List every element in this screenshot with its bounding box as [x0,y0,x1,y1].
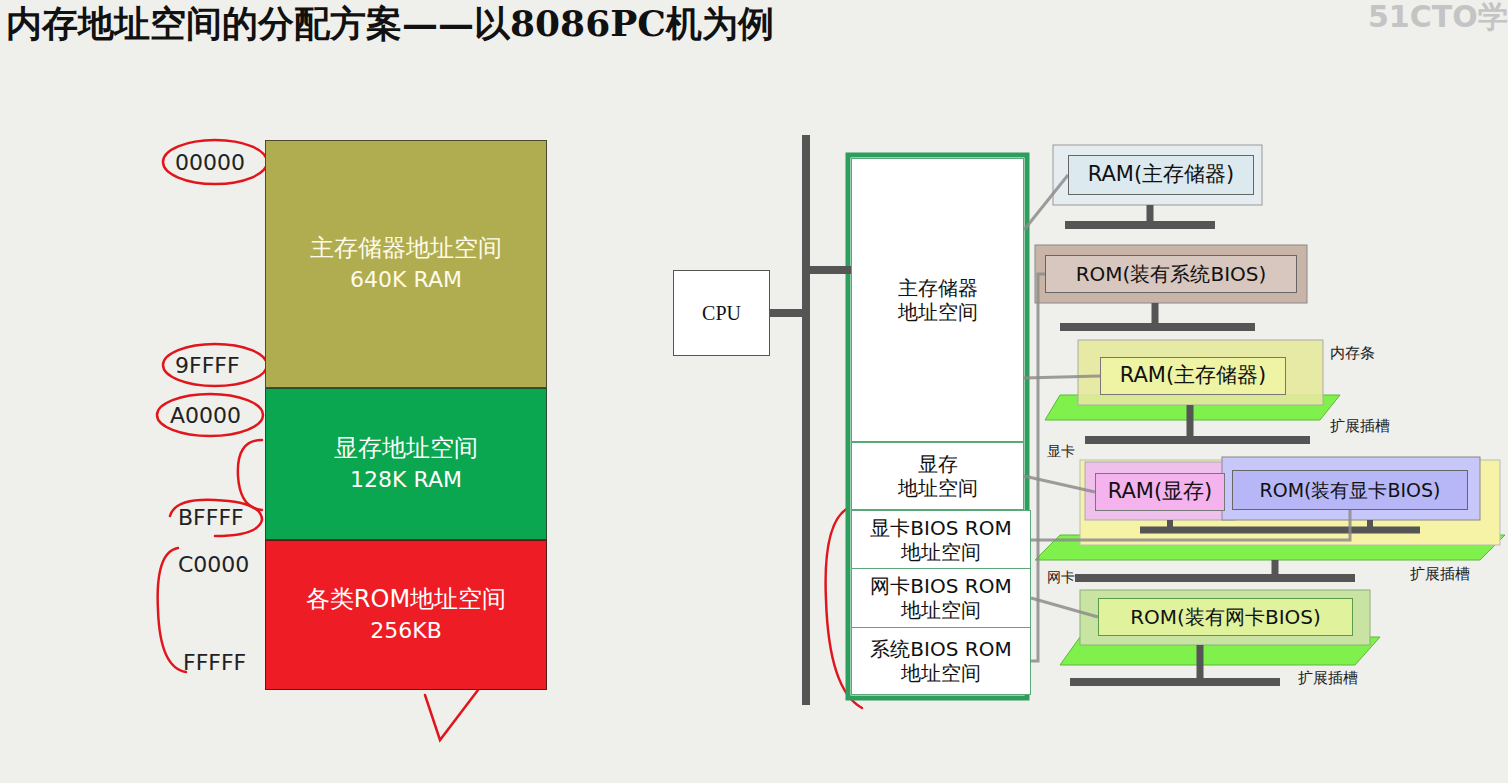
bus-bar [1065,221,1215,229]
node-text: RAM(主存储器) [1088,162,1235,187]
mapping-line [1024,376,1100,378]
address-label: 00000 [175,151,245,175]
system-bus [802,135,810,705]
memory-chip: RAM(主存储器) [1100,357,1286,395]
mapping-line [1031,598,1098,617]
bus-bar [1060,323,1255,331]
page-title: 内存地址空间的分配方案——以8086PC机为例 [6,4,774,44]
node-text: 显卡BIOS ROM 地址空间 [861,516,1021,564]
node-text: 系统BIOS ROM 地址空间 [861,637,1021,685]
memory-chip: RAM(主存储器) [1068,155,1254,195]
mapping-line [1024,476,1095,492]
bus-bar [1085,436,1310,444]
address-region: 显存 地址空间 [851,442,1024,510]
address-block: 显存地址空间 128K RAM [265,388,547,540]
part-label: 扩展插槽 [1298,670,1358,687]
bus-bar [1140,527,1420,534]
node-text: 256KB [370,618,442,644]
video-memory-chip: RAM(显存) [1095,473,1225,511]
node-text: CPU [702,301,741,325]
bus-stem [1187,405,1194,440]
address-region: 系统BIOS ROM 地址空间 [851,627,1031,695]
node-text: 主存储器 地址空间 [893,276,983,324]
red-annotation [425,690,478,740]
watermark: 51CTO学 [1368,0,1508,33]
part-label: 扩展插槽 [1330,418,1390,435]
red-annotation [163,140,267,184]
memory-stick [1078,340,1323,405]
part-label: 扩展插槽 [1410,566,1470,583]
node-text: ROM(装有显卡BIOS) [1259,479,1440,502]
address-label: 9FFFF [175,354,240,378]
display-card [1080,460,1500,545]
address-region: 网卡BIOS ROM 地址空间 [851,568,1031,628]
node-text: 640K RAM [350,267,462,293]
red-annotation [157,394,263,436]
address-block: 各类ROM地址空间 256KB [265,540,547,690]
bus-connector [770,270,851,313]
mapping-line [1024,175,1068,230]
rom-chip: ROM(装有显卡BIOS) [1232,470,1468,510]
address-label: BFFFF [178,506,244,530]
node-text: 各类ROM地址空间 [306,585,506,614]
address-label: A0000 [170,404,241,428]
node-text: 主存储器地址空间 [310,234,502,263]
address-region: 显卡BIOS ROM 地址空间 [851,510,1031,570]
bus-bar [1075,574,1355,582]
red-annotation [163,344,267,386]
address-block: 主存储器地址空间 640K RAM [265,140,547,388]
rom-chip: ROM(装有网卡BIOS) [1098,598,1353,636]
rom-chip: ROM(装有系统BIOS) [1045,255,1297,293]
address-label: FFFFF [183,651,246,675]
part-label: 显卡 [1047,444,1075,459]
node-text: 128K RAM [350,467,462,493]
node-text: ROM(装有系统BIOS) [1076,262,1267,286]
board-frame [1035,245,1307,303]
bus-stem [1197,645,1204,682]
node-text: RAM(主存储器) [1120,363,1267,388]
bus-bar [1070,678,1280,686]
chip-frame [1085,462,1235,520]
mapping-line [1031,510,1350,540]
part-label: 网卡 [1047,570,1075,585]
board-frame [1053,145,1262,205]
node-text: ROM(装有网卡BIOS) [1130,605,1321,629]
node-text: 网卡BIOS ROM 地址空间 [861,574,1021,622]
node-text: 显存 地址空间 [893,452,983,500]
address-region: 主存储器 地址空间 [851,158,1024,442]
node-text: 显存地址空间 [334,434,478,463]
mapping-line [1031,274,1045,661]
red-brace [238,440,262,510]
address-label: C0000 [178,553,249,577]
node-text: RAM(显存) [1108,479,1213,504]
part-label: 内存条 [1330,345,1375,362]
network-card [1080,590,1370,645]
cpu-box: CPU [673,270,770,356]
